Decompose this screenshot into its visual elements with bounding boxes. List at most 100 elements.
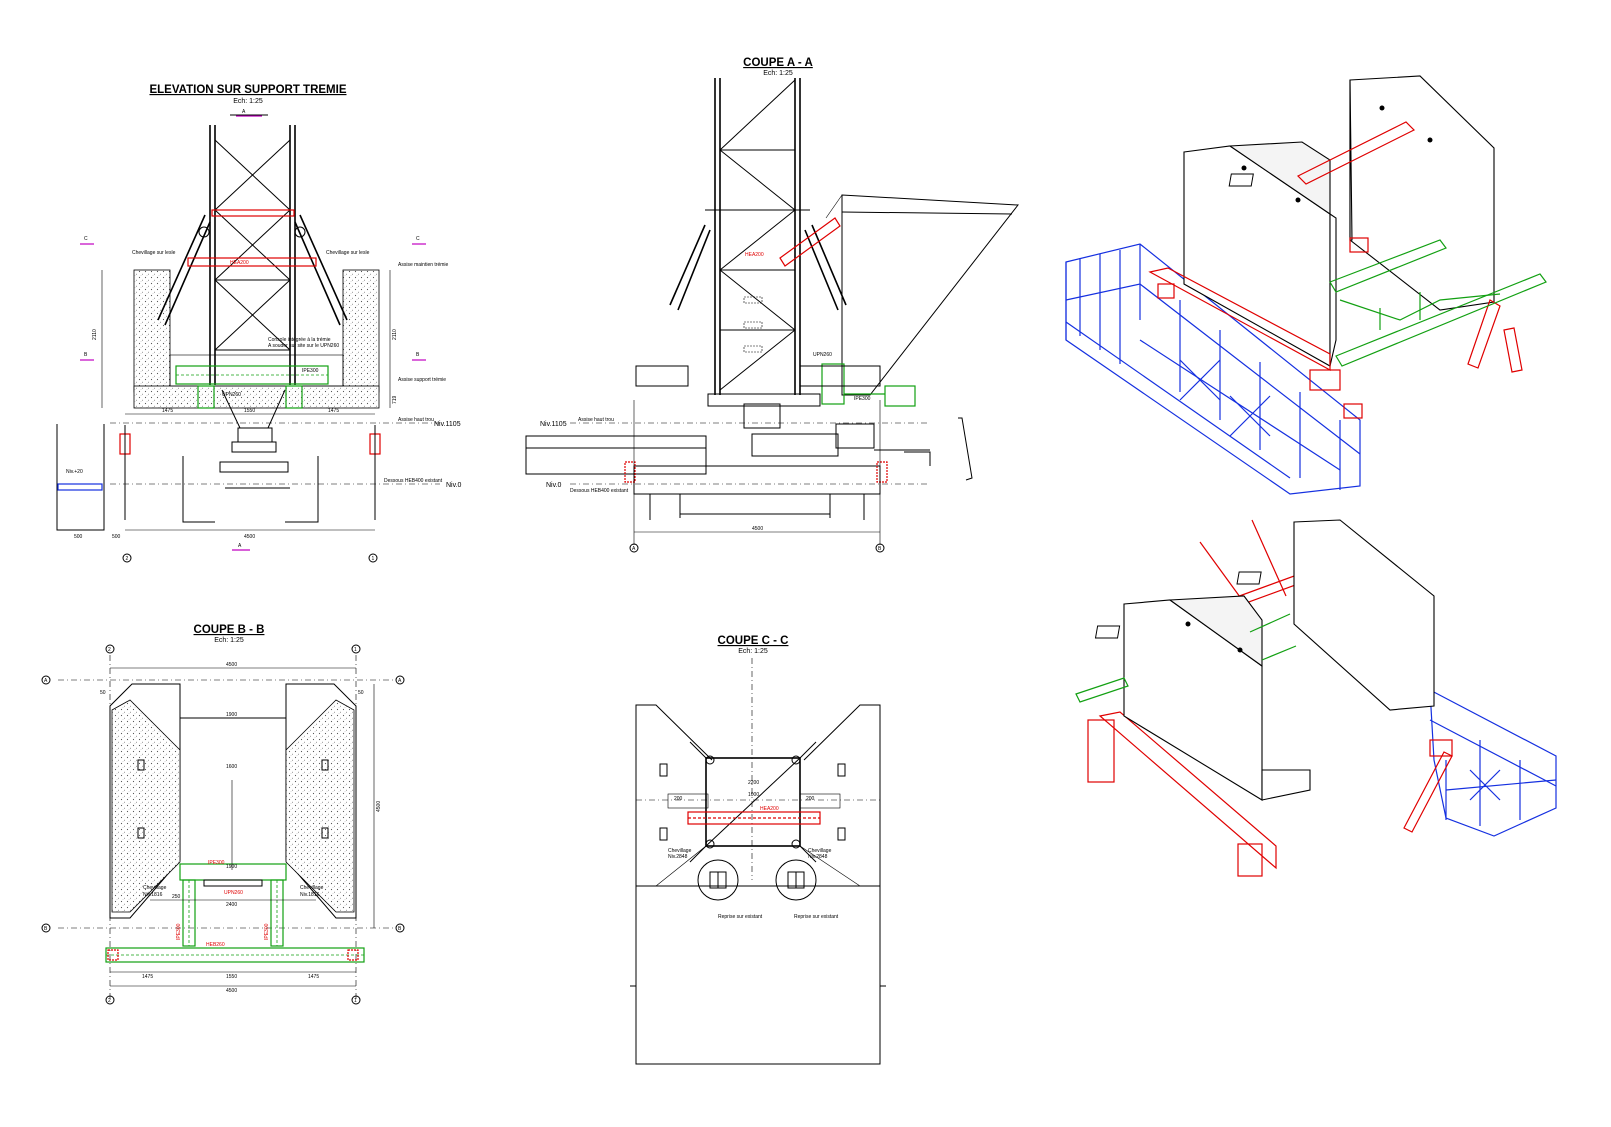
svg-text:1475: 1475	[142, 974, 153, 980]
concrete-hatch-right	[285, 699, 355, 913]
concrete-blocks-top	[1183, 75, 1495, 367]
svg-text:IPE300: IPE300	[176, 923, 182, 940]
svg-text:Chevillage: Chevillage	[668, 848, 692, 854]
svg-text:Niv.2848: Niv.2848	[668, 854, 688, 860]
concrete-blocks-bottom	[1094, 519, 1435, 801]
svg-text:HEA200: HEA200	[760, 806, 779, 812]
beam-hea200-elevation: HEA200	[187, 257, 317, 267]
svg-text:IPE300: IPE300	[302, 368, 319, 374]
svg-text:Assise haut trou: Assise haut trou	[578, 417, 614, 423]
svg-text:A: A	[238, 543, 242, 549]
svg-text:IPE300: IPE300	[854, 396, 871, 402]
svg-text:Assise maintien trémie: Assise maintien trémie	[398, 262, 449, 268]
svg-text:B: B	[416, 352, 420, 358]
svg-text:C: C	[84, 236, 88, 242]
green-frame-bb: IPE300 UPN260 HEB260 IPE300 IPE300	[105, 860, 365, 963]
view-coupe-aa: COUPE A - A Ech: 1:25 HEA200	[525, 57, 1019, 553]
svg-text:A: A	[632, 546, 636, 552]
svg-text:IPE300: IPE300	[264, 923, 270, 940]
svg-text:4500: 4500	[376, 801, 382, 812]
svg-text:B: B	[878, 546, 882, 552]
svg-text:200: 200	[806, 796, 815, 802]
svg-text:2400: 2400	[226, 902, 237, 908]
svg-text:4500: 4500	[226, 988, 237, 994]
coupe-cc-scale: Ech: 1:25	[738, 648, 768, 655]
svg-text:50: 50	[100, 690, 106, 696]
svg-text:1000: 1000	[748, 792, 759, 798]
svg-text:Niv.+20: Niv.+20	[66, 469, 83, 475]
concrete-wall-left	[133, 269, 171, 393]
concrete-base	[133, 385, 380, 409]
elevation-title: ELEVATION SUR SUPPORT TREMIE	[149, 84, 346, 96]
svg-text:1900: 1900	[226, 864, 237, 870]
svg-text:1900: 1900	[226, 712, 237, 718]
svg-text:1: 1	[372, 556, 375, 562]
level-1105-elevation: Niv.1105	[434, 421, 461, 428]
svg-text:Chevillage: Chevillage	[808, 848, 832, 854]
isometric-view-top	[1065, 75, 1547, 495]
coupe-bb-title: COUPE B - B	[194, 624, 265, 636]
svg-text:Dessous HEB400 existant: Dessous HEB400 existant	[384, 478, 443, 484]
svg-text:IPE300: IPE300	[208, 860, 225, 866]
svg-text:C: C	[416, 236, 420, 242]
svg-text:4500: 4500	[244, 534, 255, 540]
svg-text:Chevillage: Chevillage	[300, 885, 324, 891]
cut-marker-a-bottom: A	[232, 543, 250, 551]
svg-text:UPN260: UPN260	[224, 890, 243, 896]
svg-text:Niv.1816: Niv.1816	[300, 892, 320, 898]
svg-text:Niv.2848: Niv.2848	[808, 854, 828, 860]
green-support-aa: UPN260 IPE300	[813, 352, 916, 407]
svg-text:Reprise sur existant: Reprise sur existant	[794, 914, 839, 920]
svg-text:HEA200: HEA200	[230, 260, 249, 266]
svg-text:B: B	[44, 926, 48, 932]
svg-text:Niv.1816: Niv.1816	[143, 892, 163, 898]
svg-text:1475: 1475	[162, 408, 173, 414]
svg-text:A: A	[242, 109, 246, 115]
elevation-scale: Ech: 1:25	[233, 98, 263, 105]
svg-text:A: A	[398, 678, 402, 684]
svg-text:Assise support trémie: Assise support trémie	[398, 377, 446, 383]
level-0-aa: Niv.0	[546, 482, 562, 489]
coupe-bb-scale: Ech: 1:25	[214, 637, 244, 644]
svg-text:1475: 1475	[328, 408, 339, 414]
svg-text:Assise haut trou: Assise haut trou	[398, 417, 434, 423]
svg-text:1475: 1475	[308, 974, 319, 980]
coupe-aa-scale: Ech: 1:25	[763, 70, 793, 77]
coupe-cc-title: COUPE C - C	[718, 635, 789, 647]
tower-truss-aa	[705, 78, 810, 395]
svg-text:1: 1	[354, 647, 357, 653]
concrete-wall-right	[342, 269, 380, 393]
svg-text:250: 250	[172, 894, 181, 900]
svg-text:50: 50	[358, 690, 364, 696]
hopper-aa	[825, 194, 1019, 396]
green-steel-top	[1329, 239, 1547, 367]
green-support-elevation: IPE300 UPN260	[175, 365, 329, 409]
svg-text:2: 2	[108, 647, 111, 653]
tower-plan-cc	[655, 741, 861, 887]
isometric-view-bottom	[1075, 519, 1557, 877]
level-0-elevation: Niv.0	[446, 482, 462, 489]
hopper-outlet	[219, 389, 289, 473]
svg-text:A souder sur site sur le UPN26: A souder sur site sur le UPN260	[268, 343, 339, 349]
svg-text:2110: 2110	[392, 329, 398, 340]
green-steel-bottom	[1075, 613, 1297, 703]
coupe-aa-title: COUPE A - A	[743, 57, 813, 69]
slab-aa	[525, 435, 707, 475]
svg-text:500: 500	[112, 534, 121, 540]
svg-text:Chevillage: Chevillage	[143, 885, 167, 891]
svg-text:1: 1	[354, 998, 357, 1004]
beam-hea200-cc: HEA200	[687, 806, 821, 825]
svg-text:Chevillage sur lesle: Chevillage sur lesle	[132, 250, 176, 256]
svg-text:1550: 1550	[226, 974, 237, 980]
svg-text:2110: 2110	[92, 329, 98, 340]
red-steel-top	[1148, 121, 1523, 419]
svg-text:2: 2	[126, 556, 129, 562]
view-coupe-bb: COUPE B - B Ech: 1:25 A A B B 2 1 2 1	[41, 624, 405, 1005]
svg-text:4500: 4500	[752, 526, 763, 532]
blue-platform-top	[1065, 243, 1361, 495]
cut-marker-c: C C	[80, 236, 426, 245]
svg-text:HEA200: HEA200	[745, 252, 764, 258]
red-brace-aa: HEA200	[745, 217, 841, 267]
svg-text:1600: 1600	[226, 764, 237, 770]
